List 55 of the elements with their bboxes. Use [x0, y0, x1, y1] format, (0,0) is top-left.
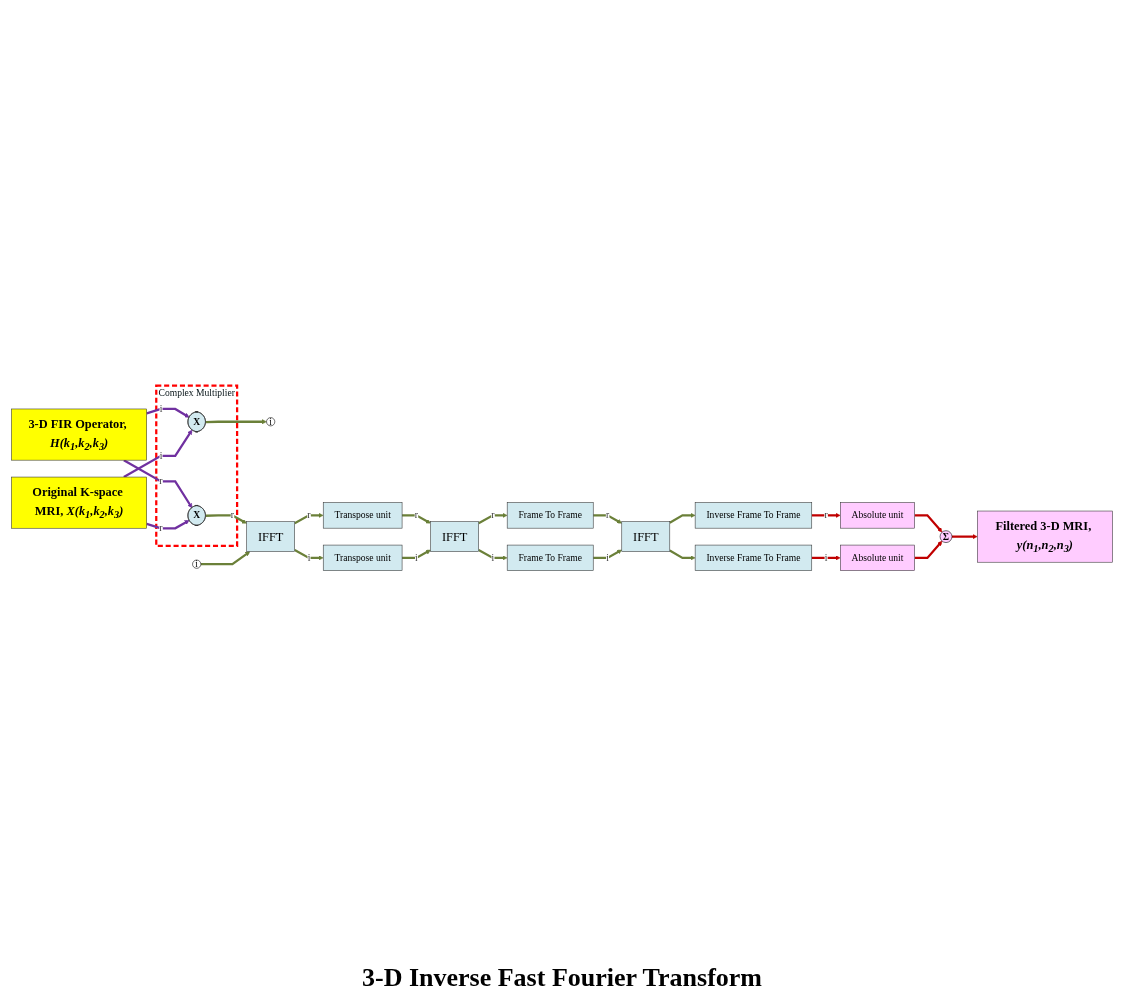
node-box: Frame To Frame [506, 544, 594, 571]
arrow [123, 429, 193, 479]
edge-label: i [606, 552, 609, 564]
arrow [593, 514, 622, 524]
arrow [811, 512, 841, 518]
node-box: Absolute unit [840, 544, 915, 571]
arrow [294, 548, 324, 561]
edge-label: i [159, 450, 163, 461]
arrow [205, 514, 247, 524]
edge-label: i [415, 552, 418, 564]
node-box: Filtered 3-D MRI, y(n$_{1}$,n$_{2}$,n$_{3}$) [977, 510, 1113, 563]
node-box: IFFT [621, 521, 671, 552]
arrow [951, 534, 978, 540]
arrow [146, 520, 190, 530]
node-box: 3-D FIR Operator, H(k$_{1}$,k$_{2}$,k$_{3}$) [11, 408, 147, 461]
edge-label: r [159, 522, 163, 534]
node-circle: Σ [939, 530, 953, 543]
arrow [478, 548, 508, 561]
arrow [402, 549, 431, 559]
edge-label: i [824, 552, 828, 564]
arrow [294, 512, 324, 525]
arrow [478, 512, 508, 525]
edge-label: r [230, 509, 234, 521]
edge-label: r [491, 509, 495, 521]
edge-label: i [307, 552, 311, 564]
arrow [669, 549, 696, 561]
node-box: Original K-space MRI, X(k$_{1}$,k$_{2}$,k$_{3}$) [11, 476, 147, 529]
arrow [402, 514, 431, 524]
node-box: Transpose unit [322, 502, 403, 529]
arrow [205, 419, 267, 425]
diagram-caption: 3-D Inverse Fast Fourier Transform [361, 963, 762, 993]
arrow [200, 551, 251, 566]
arrow [669, 512, 696, 524]
arrow [123, 459, 193, 509]
node-box: Inverse Frame To Frame [694, 502, 813, 529]
edge-label: i [159, 403, 163, 415]
arrow [811, 555, 841, 561]
edge-label: i [491, 552, 495, 564]
arrow [914, 514, 943, 533]
edge-label: r [824, 509, 828, 521]
node-box: Inverse Frame To Frame [694, 544, 813, 571]
node-box: Frame To Frame [506, 502, 594, 529]
node-box: Absolute unit [840, 502, 915, 529]
edge-label: r [307, 509, 311, 521]
edge-label: r [414, 509, 418, 521]
arrow [146, 407, 190, 418]
node-box: IFFT [430, 521, 479, 552]
edge-label: r [159, 475, 163, 487]
node-box: Transpose unit [322, 544, 403, 571]
arrow [914, 540, 943, 559]
edge-label: r [605, 509, 610, 521]
node-circle: i [266, 417, 276, 427]
arrow [593, 549, 622, 559]
node-box: IFFT [246, 521, 295, 552]
node-circle: i [192, 559, 202, 569]
